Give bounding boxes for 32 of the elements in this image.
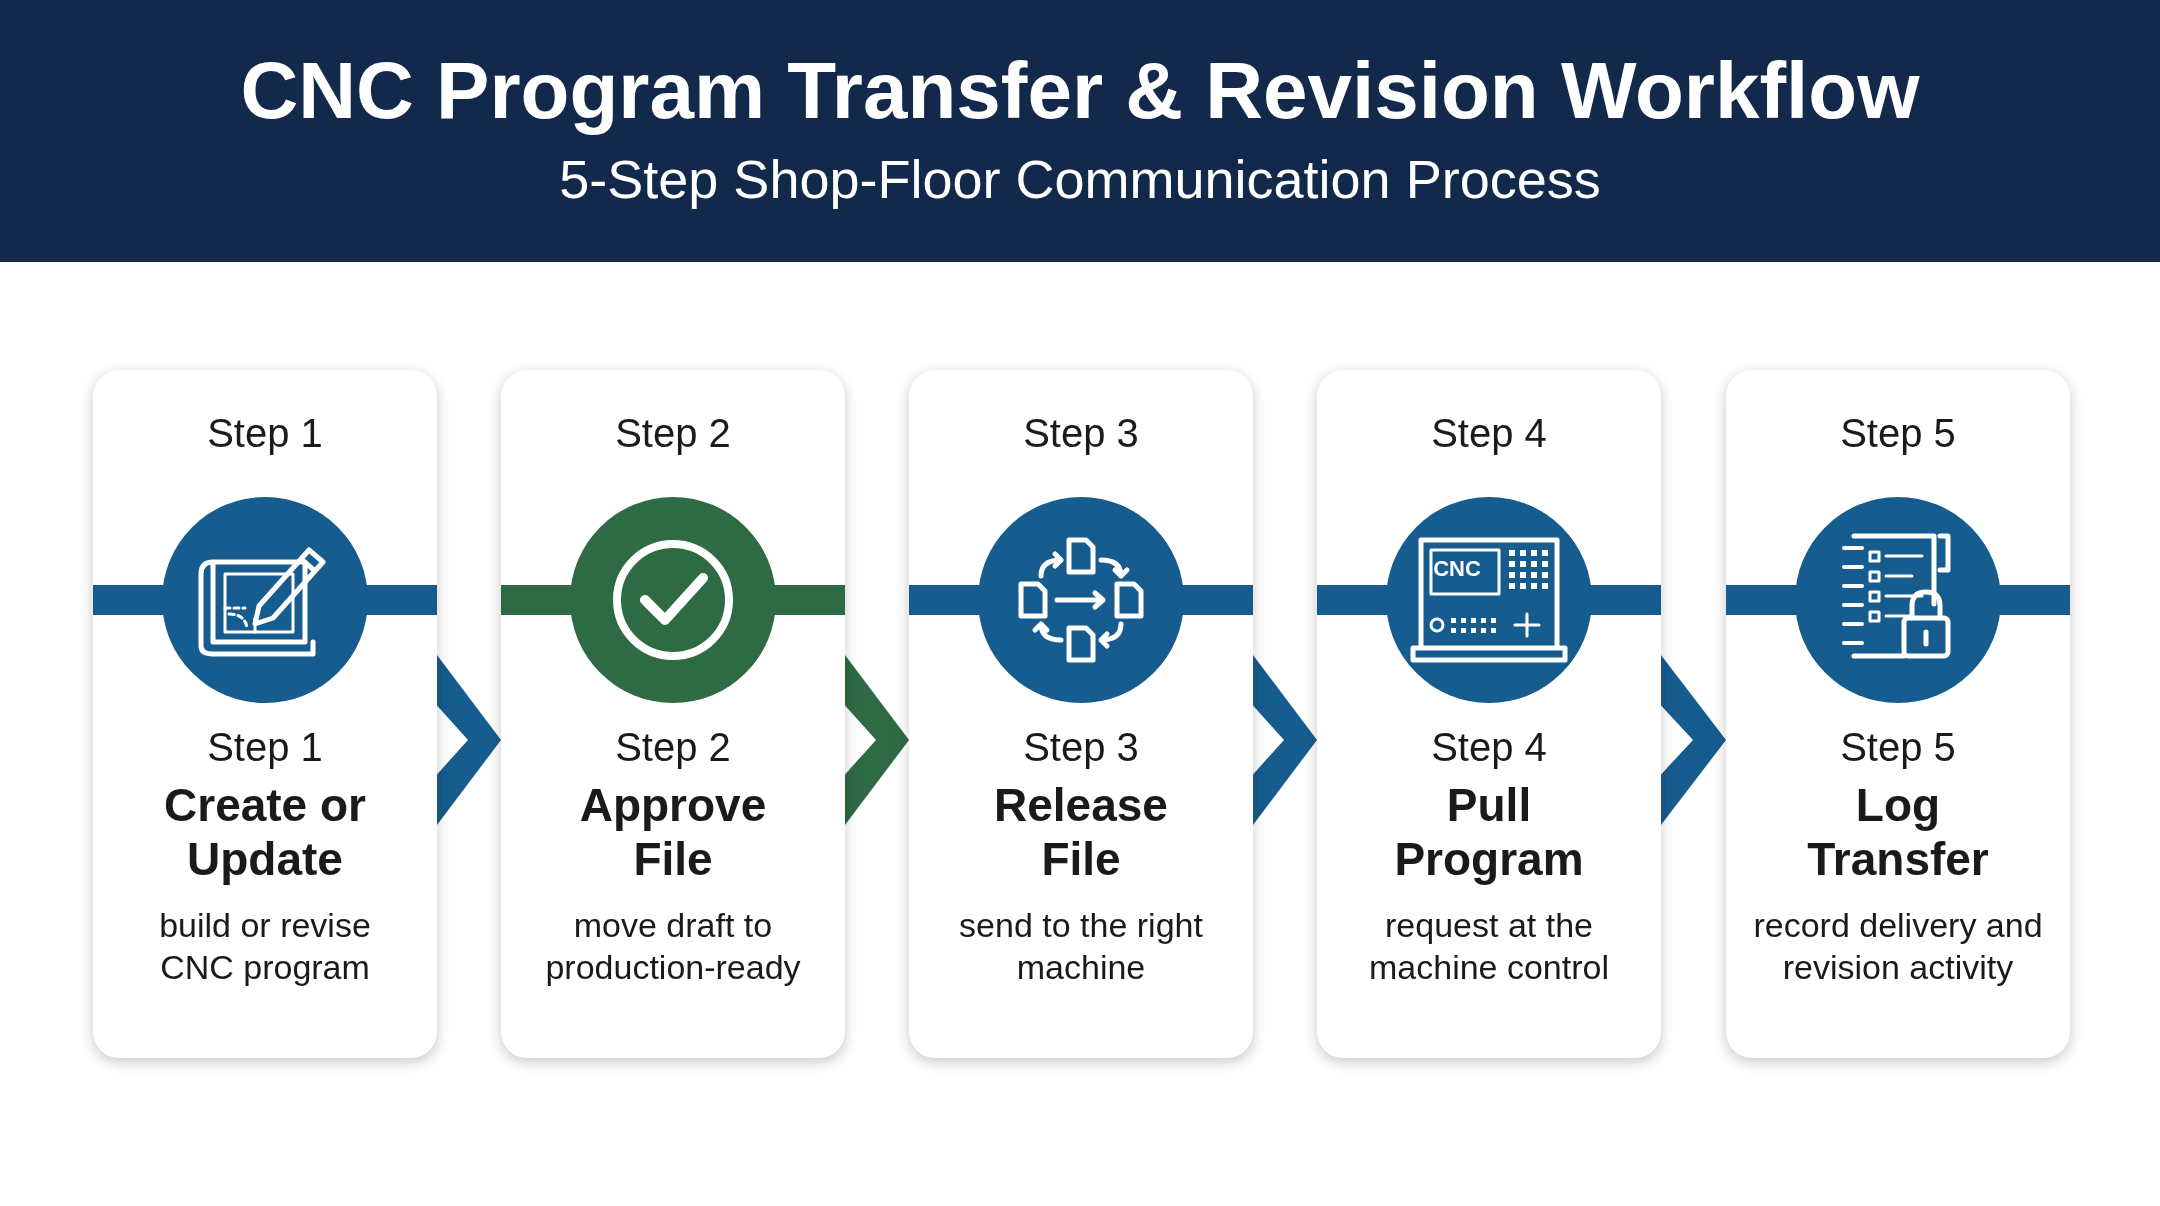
step-number: Step 5 bbox=[1839, 724, 1957, 770]
step-title: Create or Update bbox=[163, 778, 367, 886]
screen-label: CNC bbox=[1432, 556, 1482, 582]
step-number: Step 5 bbox=[1839, 410, 1957, 456]
step-card bbox=[93, 370, 437, 1058]
step-number: Step 4 bbox=[1430, 410, 1548, 456]
step-description: send to the right machine bbox=[958, 905, 1204, 988]
chevron-arrow bbox=[1253, 655, 1317, 825]
step-number: Step 1 bbox=[206, 410, 324, 456]
step-number: Step 2 bbox=[614, 410, 732, 456]
step-title: Approve File bbox=[578, 778, 768, 886]
step-title: Log Transfer bbox=[1806, 778, 1990, 886]
step-card bbox=[501, 370, 845, 1058]
chevron-arrow bbox=[437, 655, 501, 825]
subtitle: 5-Step Shop-Floor Communication Process bbox=[558, 148, 1602, 210]
step-number: Step 1 bbox=[206, 724, 324, 770]
step-number: Step 2 bbox=[614, 724, 732, 770]
step-card bbox=[909, 370, 1253, 1058]
chevron-arrow bbox=[1661, 655, 1726, 825]
step-title: Release File bbox=[993, 778, 1169, 886]
step-description: build or revise CNC program bbox=[158, 905, 372, 988]
step-number: Step 3 bbox=[1022, 724, 1140, 770]
step-number: Step 3 bbox=[1022, 410, 1140, 456]
step-card bbox=[1317, 370, 1661, 1058]
step-description: request at the machine control bbox=[1368, 905, 1610, 988]
step-card bbox=[1726, 370, 2070, 1058]
step-description: move draft to production-ready bbox=[544, 905, 802, 988]
step-title: Pull Program bbox=[1393, 778, 1585, 886]
chevron-arrow bbox=[845, 655, 909, 825]
step-description: record delivery and revision activity bbox=[1753, 905, 2043, 988]
title: CNC Program Transfer & Revision Workflow bbox=[239, 45, 1921, 137]
step-number: Step 4 bbox=[1430, 724, 1548, 770]
